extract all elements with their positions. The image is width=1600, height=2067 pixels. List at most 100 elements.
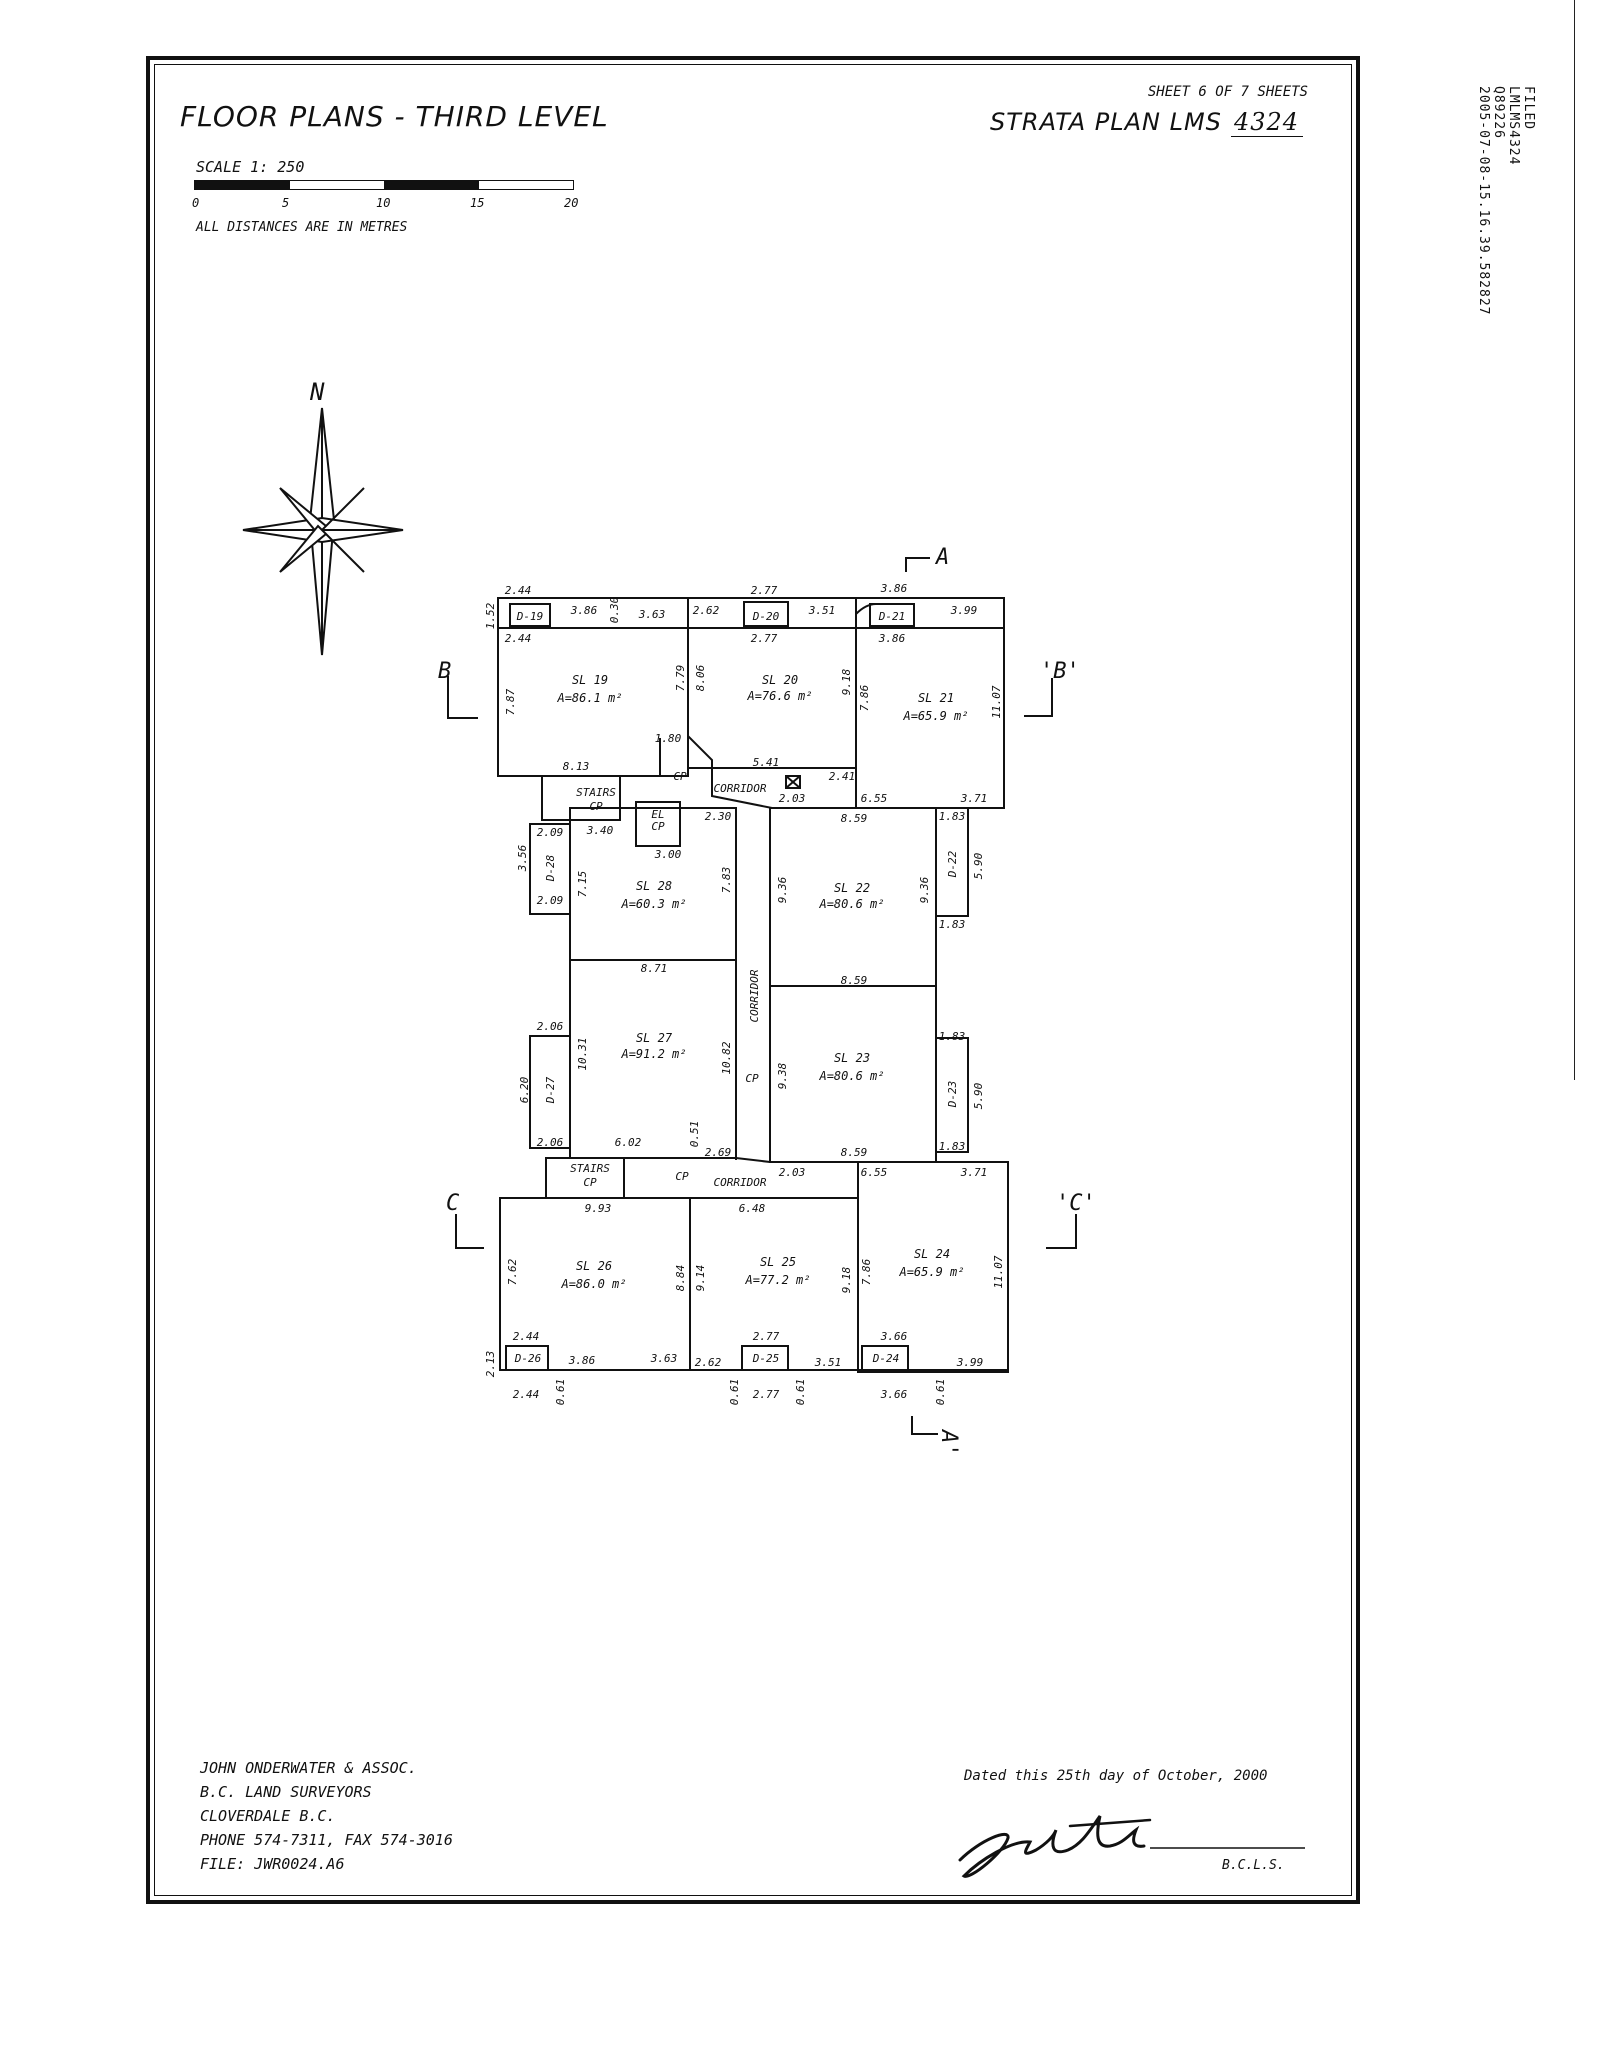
firm-line: FILE: JWR0024.A6 [200,1855,345,1873]
dim: 7.15 [576,871,589,898]
dim: 5.41 [753,756,780,769]
dim: 0.61 [934,1379,947,1406]
surveyor-block: JOHN ONDERWATER & ASSOC. B.C. LAND SURVE… [200,1756,453,1876]
firm-line: CLOVERDALE B.C. [200,1807,336,1825]
inner-frame [154,64,1352,1896]
dim: 2.77 [751,584,778,597]
sheet-number: SHEET 6 OF 7 SHEETS [1147,84,1308,100]
stamp-plan: LMLMS4324 [1506,86,1521,166]
firm-line: PHONE 574-7311, FAX 574-3016 [200,1831,453,1849]
sheet-title: FLOOR PLANS - THIRD LEVEL [180,100,609,133]
lot-label: SL 26 [576,1259,612,1273]
dim: 7.86 [858,684,871,711]
scale-tick: 15 [470,196,485,210]
cp-label: CP [675,1170,689,1183]
lot-area: A=86.0 m² [560,1277,626,1291]
dim: 8.84 [674,1265,687,1292]
scale-label: SCALE 1: 250 [196,158,305,176]
dim: 0.30 [608,596,621,623]
dim: 3.86 [878,632,906,645]
deck-label: D-20 [752,610,780,623]
corridor-label: CORRIDOR [714,782,767,795]
north-label: N [309,378,325,406]
plan-label: STRATA PLAN LMS [990,108,1222,136]
elevator-label: EL [651,808,664,821]
dim: 5.90 [972,1082,985,1109]
dim: 3.63 [650,1352,678,1365]
lot-label: SL 25 [760,1255,796,1269]
dim: 1.83 [939,918,966,931]
dim: 3.71 [960,792,988,805]
cp-label: CP [589,800,603,813]
dim: 6.02 [615,1136,642,1149]
lot-label: SL 20 [762,673,798,687]
dim: 7.87 [504,688,517,715]
scale-tick: 10 [376,196,391,210]
dim: 6.48 [739,1202,766,1215]
dim: 2.09 [537,894,564,907]
dim: 2.77 [753,1388,780,1401]
dim: 8.59 [841,974,868,987]
firm-line: JOHN ONDERWATER & ASSOC. [200,1759,417,1777]
dim: 2.44 [505,584,532,597]
firm-line: B.C. LAND SURVEYORS [200,1783,372,1801]
dim: 2.62 [693,604,720,617]
lot-label: SL 19 [572,673,608,687]
lot-label: SL 28 [636,879,672,893]
dim: 9.36 [776,876,789,903]
dim: 8.59 [841,812,868,825]
cp-label: CP [651,820,665,833]
dim: 0.61 [794,1379,807,1406]
dim: 7.83 [720,867,733,894]
dim: 8.06 [694,664,707,691]
scale-tick: 0 [192,196,200,210]
dim: 2.09 [537,826,564,839]
cp-label: CP [583,1176,597,1189]
dated-line: Dated this 25th day of October, 2000 [964,1768,1268,1784]
deck-label: D-19 [516,610,544,623]
dim: 0.51 [688,1121,701,1148]
stairs-label: STAIRS [576,786,616,799]
dim: 2.06 [537,1136,564,1149]
lot-label: SL 27 [636,1031,673,1045]
dim: 8.71 [641,962,668,975]
lot-label: SL 23 [834,1051,870,1065]
dim: 3.86 [570,604,598,617]
deck-label: D-27 [544,1076,557,1104]
dim: 1.80 [655,732,682,745]
dim: 2.03 [779,1166,806,1179]
scale-tick: 5 [282,196,290,210]
lot-label: SL 24 [914,1247,950,1261]
deck-label: D-21 [878,610,906,623]
dim: 2.62 [695,1356,722,1369]
deck-label: D-22 [946,850,959,878]
dim: 9.36 [918,876,931,903]
dim: 1.83 [939,810,966,823]
dim: 10.82 [720,1041,733,1074]
deck-label: D-25 [752,1352,780,1365]
outer-frame [146,56,1360,1904]
dim: 2.13 [484,1351,497,1378]
dim: 1.83 [939,1030,966,1043]
dim: 9.18 [840,668,853,695]
stamp-doc: Q89226 [1491,86,1506,139]
dim: 3.51 [808,604,836,617]
section-b-prime: 'B' [1040,659,1080,684]
dim: 11.07 [992,1255,1005,1288]
dim: 3.51 [814,1356,842,1369]
dim: 9.93 [585,1202,612,1215]
dim: 2.30 [705,810,732,823]
filing-stamp: FILED LMLMS4324 Q89226 2005-07-08-15.16.… [1476,86,1536,338]
compass-rose-icon [242,407,404,656]
signature-icon [958,1815,1305,1878]
dim: 3.56 [516,844,529,872]
section-a: A [934,545,949,570]
dim: 2.03 [779,792,806,805]
lot-area: A=91.2 m² [620,1047,686,1061]
dim: 9.14 [694,1265,707,1292]
dim: 1.83 [939,1140,966,1153]
edge-line [1574,0,1575,1080]
lot-area: A=65.9 m² [902,709,968,723]
dim: 3.40 [586,824,614,837]
dim: 2.77 [753,1330,780,1343]
